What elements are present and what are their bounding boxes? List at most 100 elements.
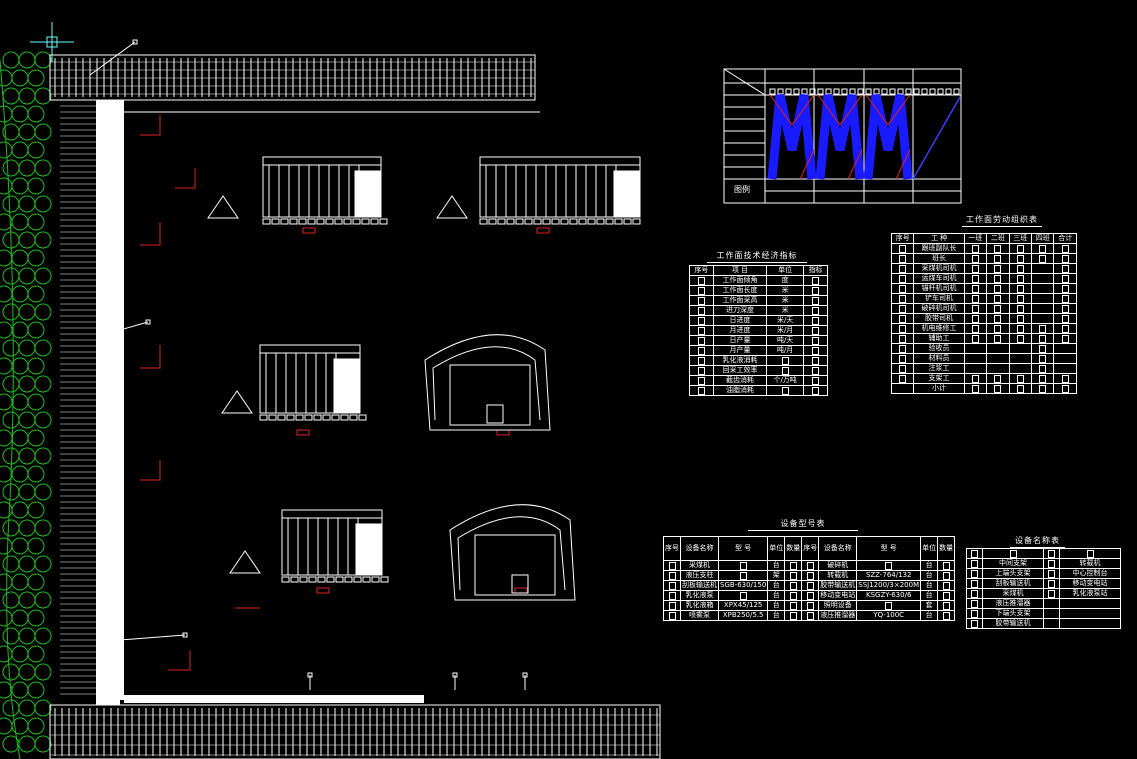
item-name: 日产量 (712, 335, 768, 346)
placeholder-glyph (942, 611, 950, 620)
crosshair-cursor-icon (30, 22, 74, 62)
placeholder-glyph (1039, 244, 1047, 253)
table-row: 班长 (890, 253, 1077, 264)
table-cell (965, 548, 984, 559)
red-cycle-line (817, 94, 863, 180)
column-header: 序号 (663, 536, 681, 561)
placeholder-glyph (971, 589, 979, 598)
placeholder-glyph (812, 296, 820, 305)
table-row: 采煤机司机 (890, 263, 1077, 274)
table-cell (803, 345, 828, 356)
table-cell (937, 570, 956, 581)
table-cell (890, 243, 915, 254)
placeholder-glyph (1016, 334, 1024, 343)
table-cell (890, 253, 915, 264)
table-cell (663, 590, 681, 601)
table-row: 运煤车司机 (890, 273, 1077, 284)
placeholder-glyph (899, 254, 907, 263)
table-cell (1053, 383, 1077, 394)
table-cell (1031, 353, 1055, 364)
table-cell (1053, 353, 1077, 364)
table-cell (1031, 293, 1055, 304)
table-cell (689, 275, 714, 286)
placeholder-glyph (668, 591, 676, 600)
equipment-name: 中心控制台 (1059, 568, 1121, 579)
table-cell (1031, 263, 1055, 274)
table-cell (663, 570, 681, 581)
table-cell (963, 303, 988, 314)
table-cell (963, 283, 988, 294)
column-header: 型 号 (717, 536, 769, 561)
placeholder-glyph (994, 254, 1002, 263)
equipment-model-table-title: 设备型号表 (748, 518, 858, 531)
table-row: 液压推溜器 (965, 598, 1121, 609)
table-cell (1053, 333, 1077, 344)
placeholder-glyph (1061, 324, 1069, 333)
table-cell (963, 323, 988, 334)
placeholder-glyph (971, 569, 979, 578)
placeholder-glyph (994, 284, 1002, 293)
table-cell (689, 305, 714, 316)
table-row: 铲车司机 (890, 293, 1077, 304)
total-row: 小计 (890, 383, 1077, 394)
placeholder-glyph (1086, 549, 1094, 558)
item-name: 油脂消耗 (712, 385, 768, 396)
table-cell (784, 580, 803, 591)
table-cell (717, 570, 769, 581)
placeholder-glyph (697, 276, 705, 285)
table-row: 机电维修工 (890, 323, 1077, 334)
placeholder-glyph (971, 254, 979, 263)
table-cell (689, 295, 714, 306)
placeholder-glyph (1039, 254, 1047, 263)
table-cell (801, 570, 820, 581)
model: YQ-100C (856, 610, 922, 621)
unit: 台 (767, 590, 786, 601)
table-row: 破碎机司机 (890, 303, 1077, 314)
placeholder-glyph (899, 354, 907, 363)
placeholder-glyph (739, 561, 747, 570)
table-cell (963, 293, 988, 304)
placeholder-glyph (1039, 384, 1047, 393)
unit: 台 (920, 560, 939, 571)
placeholder-glyph (1009, 549, 1017, 558)
table-cell (1008, 263, 1033, 274)
table-cell (963, 373, 988, 384)
placeholder-glyph (697, 316, 705, 325)
table-cell (937, 560, 956, 571)
table-cell (1008, 373, 1033, 384)
placeholder-glyph (806, 611, 814, 620)
tech-table-title: 工作面技术经济指标 (707, 250, 807, 263)
job-name: 材料员 (913, 353, 965, 364)
placeholder-glyph (668, 601, 676, 610)
placeholder-glyph (971, 609, 979, 618)
placeholder-glyph (812, 276, 820, 285)
placeholder-glyph (806, 601, 814, 610)
table-cell (801, 610, 820, 621)
job-name: 机电维修工 (913, 323, 965, 334)
placeholder-glyph (994, 374, 1002, 383)
table-cell (1031, 313, 1055, 324)
table-cell (689, 355, 714, 366)
placeholder-glyph (971, 374, 979, 383)
placeholder-glyph (994, 314, 1002, 323)
table-row: 上端头支架中心控制台 (965, 568, 1121, 579)
model: SZZ-764/132 (856, 570, 922, 581)
blue-cycle-band (815, 94, 865, 180)
placeholder-glyph (1039, 374, 1047, 383)
table-cell (1053, 373, 1077, 384)
table-cell (803, 365, 828, 376)
table-cell (890, 333, 915, 344)
placeholder-glyph (971, 334, 979, 343)
placeholder-glyph (1061, 304, 1069, 313)
table-cell (1059, 618, 1121, 629)
placeholder-glyph (697, 306, 705, 315)
placeholder-glyph (739, 591, 747, 600)
placeholder-glyph (1016, 384, 1024, 393)
table-cell (965, 618, 984, 629)
labor-organization-table: 序号工 种一班二班三班四班合计跟班副队长班长采煤机司机运煤车司机锚杆机司机铲车司… (890, 233, 1077, 394)
table-cell (1059, 608, 1121, 619)
